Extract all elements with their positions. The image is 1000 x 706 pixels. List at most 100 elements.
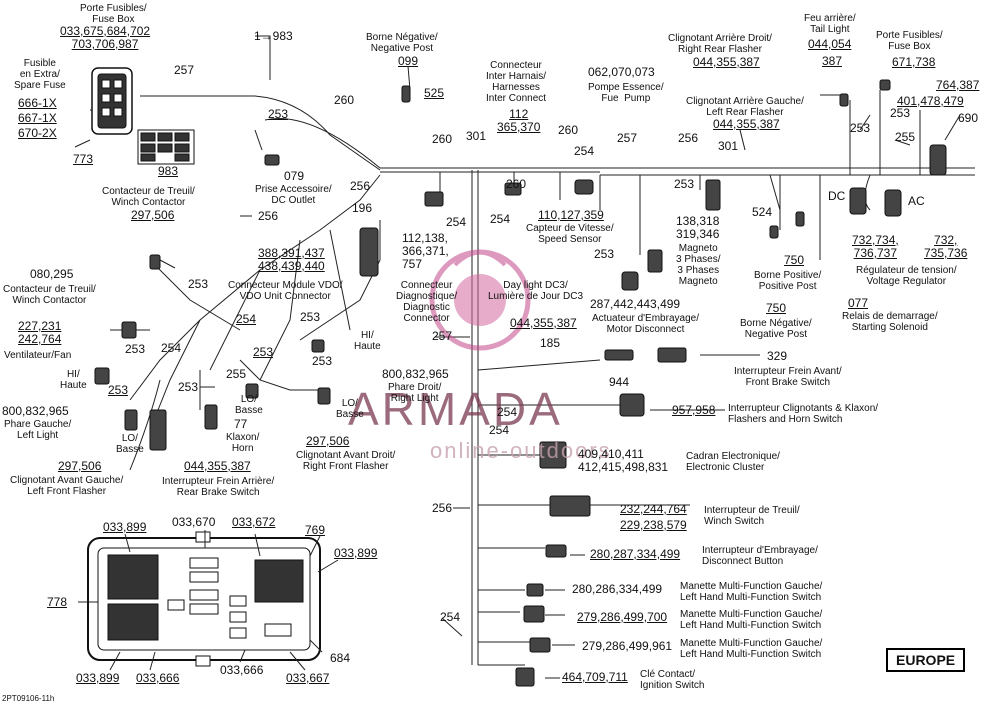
dc-outlet-name: Prise Accessoire/ DC Outlet	[255, 184, 332, 206]
part-257-b: 257	[617, 131, 638, 145]
tail-light-name: Feu arrière/ Tail Light	[804, 13, 856, 35]
negative-post-name: Borne Négative/ Negative Post	[366, 32, 438, 54]
winch-contactor-top-parts: 297,506	[131, 208, 175, 222]
rr-flasher-parts: 044,355,387	[693, 55, 760, 69]
hi-right-label: HI/ Haute	[354, 330, 381, 352]
motor-disconnect-name: Actuateur d'Embrayage/ Motor Disconnect	[592, 313, 699, 335]
mf2-name: Manette Multi-Function Gauche/ Left Hand…	[680, 609, 823, 631]
part-253-d: 253	[188, 277, 209, 291]
part-260-c: 260	[506, 177, 527, 191]
part-255-a: 255	[226, 367, 247, 381]
lo-right2-label: LO/ Basse	[336, 398, 364, 420]
speed-sensor-parts: 110,127,359	[538, 208, 604, 222]
watermark-logo	[429, 249, 531, 351]
starting-solenoid-name: Relais de demarrage/ Starting Solenoid	[842, 311, 938, 333]
part-254-h: 254	[440, 610, 461, 624]
diag-name: Connecteur Diagnostique/ Diagnostic Conn…	[396, 280, 458, 324]
part-254-a: 254	[574, 144, 595, 158]
lr-flasher-name: Clignotant Arrière Gauche/ Left Rear Fla…	[686, 96, 804, 118]
part-254-e: 254	[161, 341, 182, 355]
reg-parts-a: 732,734, 736,737	[852, 233, 899, 260]
rr-flasher-name: Clignotant Arrière Droit/ Right Rear Fla…	[668, 33, 772, 55]
positive-post-name: Borne Positive/ Positive Post	[754, 270, 822, 292]
winch-switch-name: Interrupteur de Treuil/ Winch Switch	[704, 505, 800, 527]
rf-flasher-name: Clignotant Avant Droit/ Right Front Flas…	[296, 450, 396, 472]
part-253-r2: 253	[850, 121, 871, 135]
region-badge: EUROPE	[886, 648, 966, 672]
part-773: 773	[73, 152, 94, 166]
part-764-387: 764,387	[936, 78, 980, 92]
fb-684: 684	[330, 651, 351, 665]
winch-contactor-top-name: Contacteur de Treuil/ Winch Contactor	[102, 186, 195, 208]
mf3-parts: 279,286,499,961	[582, 639, 673, 653]
flashers-horn-name: Interrupteur Clignotants & Klaxon/ Flash…	[728, 403, 879, 425]
relay-block-983	[137, 129, 195, 165]
part-983: 983	[158, 164, 179, 178]
vdo-name: Connecteur Module VDO/ VDO Unit Connecto…	[228, 280, 343, 302]
left-light-parts: 800,832,965	[2, 404, 69, 418]
vdo-parts: 388,391,437 438,439,440	[258, 246, 325, 273]
winch-switch-parts: 232,244,764 229,238,579	[620, 502, 687, 532]
winch-contactor-left-name: Contacteur de Treuil/ Winch Contactor	[3, 284, 96, 306]
ignition-name: Clé Contact/ Ignition Switch	[640, 669, 705, 691]
flashers-horn-parts: 957,958	[672, 403, 716, 417]
negative-post2-name: Borne Négative/ Negative Post	[740, 318, 812, 340]
reg-parts-b: 732, 735,736	[924, 233, 968, 260]
part-255-r: 255	[895, 130, 916, 144]
part-260-top: 260	[334, 93, 355, 107]
fb-033-899-a: 033,899	[103, 520, 147, 534]
part-079: 079	[284, 169, 305, 183]
part-301-a: 301	[466, 129, 487, 143]
part-099: 099	[398, 54, 419, 68]
part-256-a: 256	[678, 131, 699, 145]
fuse-box-bottom	[87, 531, 321, 667]
reg-name: Régulateur de tension/ Voltage Regulator	[856, 265, 957, 287]
fb-778: 778	[47, 595, 68, 609]
horn-name: Klaxon/ Horn	[226, 432, 260, 454]
left-light-name: Phare Gauche/ Left Light	[4, 419, 72, 441]
tail-light-parts: 044,054	[808, 37, 852, 51]
part-253-mid: 253	[594, 247, 615, 261]
fan-name: Ventilateur/Fan	[4, 350, 72, 361]
part-077: 077	[848, 296, 869, 310]
figure-code: 2PT09106-11h	[2, 694, 55, 703]
fb-033-666-a: 033,666	[136, 671, 180, 685]
cluster-parts: 409,410,411 412,415,498,831	[578, 447, 669, 474]
fuse-box-top-parts: 033,675,684,702 703,706,987	[60, 24, 151, 51]
part-254-d: 254	[236, 312, 257, 326]
fuse-box-right-name: Porte Fusibles/ Fuse Box	[876, 30, 943, 52]
lr-flasher-parts: 044,355,387	[713, 117, 780, 131]
part-257-c: 257	[432, 329, 453, 343]
part-253-top: 253	[268, 107, 289, 121]
disconnect-name: Interrupteur d'Embrayage/ Disconnect But…	[702, 545, 818, 567]
rear-brake-name: Interrupteur Frein Arrière/ Rear Brake S…	[162, 476, 275, 498]
disconnect-parts: 280,287,334,499	[590, 547, 681, 561]
part-253-j: 253	[178, 380, 199, 394]
part-256-left: 256	[258, 209, 279, 223]
mf1-name: Manette Multi-Function Gauche/ Left Hand…	[680, 581, 823, 603]
inter-harness-name: Connecteur Inter Harnais/ Harnesses Inte…	[486, 60, 547, 104]
fb-033-899-b: 033,899	[334, 546, 378, 560]
part-387: 387	[822, 54, 843, 68]
fuel-pump-parts: 062,070,073	[588, 65, 655, 79]
motor-disconnect-parts: 287,442,443,499	[590, 297, 681, 311]
spare-fuse-parts: 666-1X 667-1X 670-2X	[18, 96, 57, 140]
part-77: 77	[234, 417, 248, 431]
part-256-b: 256	[350, 179, 371, 193]
mf1-parts: 280,286,334,499	[572, 582, 663, 596]
part-690: 690	[958, 111, 979, 125]
fb-033-899-c: 033,899	[76, 671, 120, 685]
hi-left-label: HI/ Haute	[60, 369, 87, 391]
part-253-e: 253	[300, 310, 321, 324]
rf-flasher-parts: 297,506	[306, 434, 350, 448]
lo-right-label: LO/ Basse	[235, 394, 263, 416]
part-257: 257	[174, 63, 195, 77]
part-301-b: 301	[718, 139, 739, 153]
part-253-g: 253	[253, 345, 274, 359]
ac-label: AC	[908, 194, 925, 208]
daylight-parts: 044,355,387	[510, 316, 577, 330]
part-256-c: 256	[432, 501, 453, 515]
ignition-parts: 464,709,711	[562, 670, 628, 684]
fan-parts: 227,231 242,764	[18, 319, 62, 346]
